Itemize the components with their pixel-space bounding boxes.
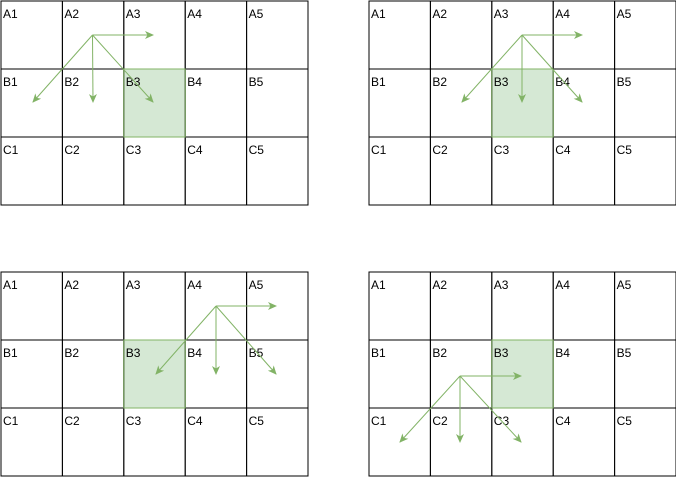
cell-label-a2: A2 bbox=[432, 278, 447, 292]
cell-label-c5: C5 bbox=[249, 414, 265, 428]
cell-label-b2: B2 bbox=[432, 75, 447, 89]
cell-label-c2: C2 bbox=[432, 414, 448, 428]
cell-label-a3: A3 bbox=[126, 7, 141, 21]
cell-label-a5: A5 bbox=[617, 278, 632, 292]
move-arrow-2 bbox=[155, 305, 217, 375]
cell-label-b1: B1 bbox=[371, 75, 386, 89]
cell-label-a3: A3 bbox=[494, 278, 509, 292]
cell-label-b5: B5 bbox=[617, 75, 632, 89]
cell-label-c2: C2 bbox=[432, 143, 448, 157]
cell-label-b1: B1 bbox=[3, 75, 18, 89]
cell-label-b4: B4 bbox=[187, 75, 202, 89]
cell-label-c5: C5 bbox=[617, 143, 633, 157]
move-arrow-4 bbox=[215, 305, 277, 375]
cell-label-c4: C4 bbox=[187, 143, 203, 157]
cell-label-a1: A1 bbox=[371, 7, 386, 21]
cell-label-b3: B3 bbox=[494, 346, 509, 360]
move-arrow-2 bbox=[32, 34, 93, 103]
cell-label-c1: C1 bbox=[371, 414, 387, 428]
cell-label-c4: C4 bbox=[187, 414, 203, 428]
highlight-cell-b3 bbox=[491, 340, 554, 408]
move-arrow-4 bbox=[459, 375, 522, 443]
cell-label-b4: B4 bbox=[187, 346, 202, 360]
cell-label-b5: B5 bbox=[617, 346, 632, 360]
cell-c5 bbox=[246, 136, 309, 206]
cell-label-c3: C3 bbox=[126, 143, 142, 157]
cell-label-a4: A4 bbox=[187, 278, 202, 292]
cell-label-b3: B3 bbox=[494, 75, 509, 89]
cell-label-a5: A5 bbox=[249, 278, 264, 292]
cell-label-a5: A5 bbox=[249, 7, 264, 21]
cell-label-a2: A2 bbox=[64, 7, 79, 21]
cell-label-b3: B3 bbox=[126, 346, 141, 360]
highlight-border bbox=[123, 339, 186, 409]
move-arrow-4 bbox=[92, 34, 154, 103]
cell-label-c3: C3 bbox=[126, 414, 142, 428]
cell-label-c3: C3 bbox=[494, 143, 510, 157]
cell-label-b2: B2 bbox=[64, 346, 79, 360]
cell-label-b5: B5 bbox=[249, 75, 264, 89]
cell-label-a3: A3 bbox=[126, 278, 141, 292]
move-arrow-3 bbox=[88, 34, 97, 103]
cell-label-c5: C5 bbox=[617, 414, 633, 428]
cell-label-c5: C5 bbox=[249, 143, 265, 157]
cell-label-b4: B4 bbox=[555, 75, 570, 89]
cell-label-b2: B2 bbox=[64, 75, 79, 89]
cell-label-a5: A5 bbox=[617, 7, 632, 21]
cell-label-a1: A1 bbox=[371, 278, 386, 292]
cell-label-b3: B3 bbox=[126, 75, 141, 89]
cell-label-b4: B4 bbox=[555, 346, 570, 360]
cell-label-a3: A3 bbox=[494, 7, 509, 21]
highlight-cell-b3 bbox=[123, 340, 186, 408]
cell-label-c1: C1 bbox=[371, 143, 387, 157]
cell-label-a1: A1 bbox=[3, 278, 18, 292]
cell-label-b1: B1 bbox=[3, 346, 18, 360]
cell-label-c4: C4 bbox=[555, 143, 571, 157]
highlight-border bbox=[123, 68, 186, 138]
cell-label-c1: C1 bbox=[3, 414, 19, 428]
cell-label-b5: B5 bbox=[249, 346, 264, 360]
cell-label-a4: A4 bbox=[555, 278, 570, 292]
cell-c5 bbox=[246, 407, 309, 477]
cell-label-b2: B2 bbox=[432, 346, 447, 360]
cell-label-c4: C4 bbox=[555, 414, 571, 428]
move-arrow-2 bbox=[399, 375, 461, 443]
move-arrow-4 bbox=[521, 34, 583, 103]
cell-label-b1: B1 bbox=[371, 346, 386, 360]
cell-label-a2: A2 bbox=[64, 278, 79, 292]
cell-label-a2: A2 bbox=[432, 7, 447, 21]
highlight-border bbox=[491, 339, 554, 409]
cell-label-a4: A4 bbox=[555, 7, 570, 21]
cell-label-c1: C1 bbox=[3, 143, 19, 157]
cell-label-a4: A4 bbox=[187, 7, 202, 21]
cell-label-a1: A1 bbox=[3, 7, 18, 21]
move-arrow-2 bbox=[461, 34, 523, 103]
cell-label-c2: C2 bbox=[64, 414, 80, 428]
cell-label-c2: C2 bbox=[64, 143, 80, 157]
